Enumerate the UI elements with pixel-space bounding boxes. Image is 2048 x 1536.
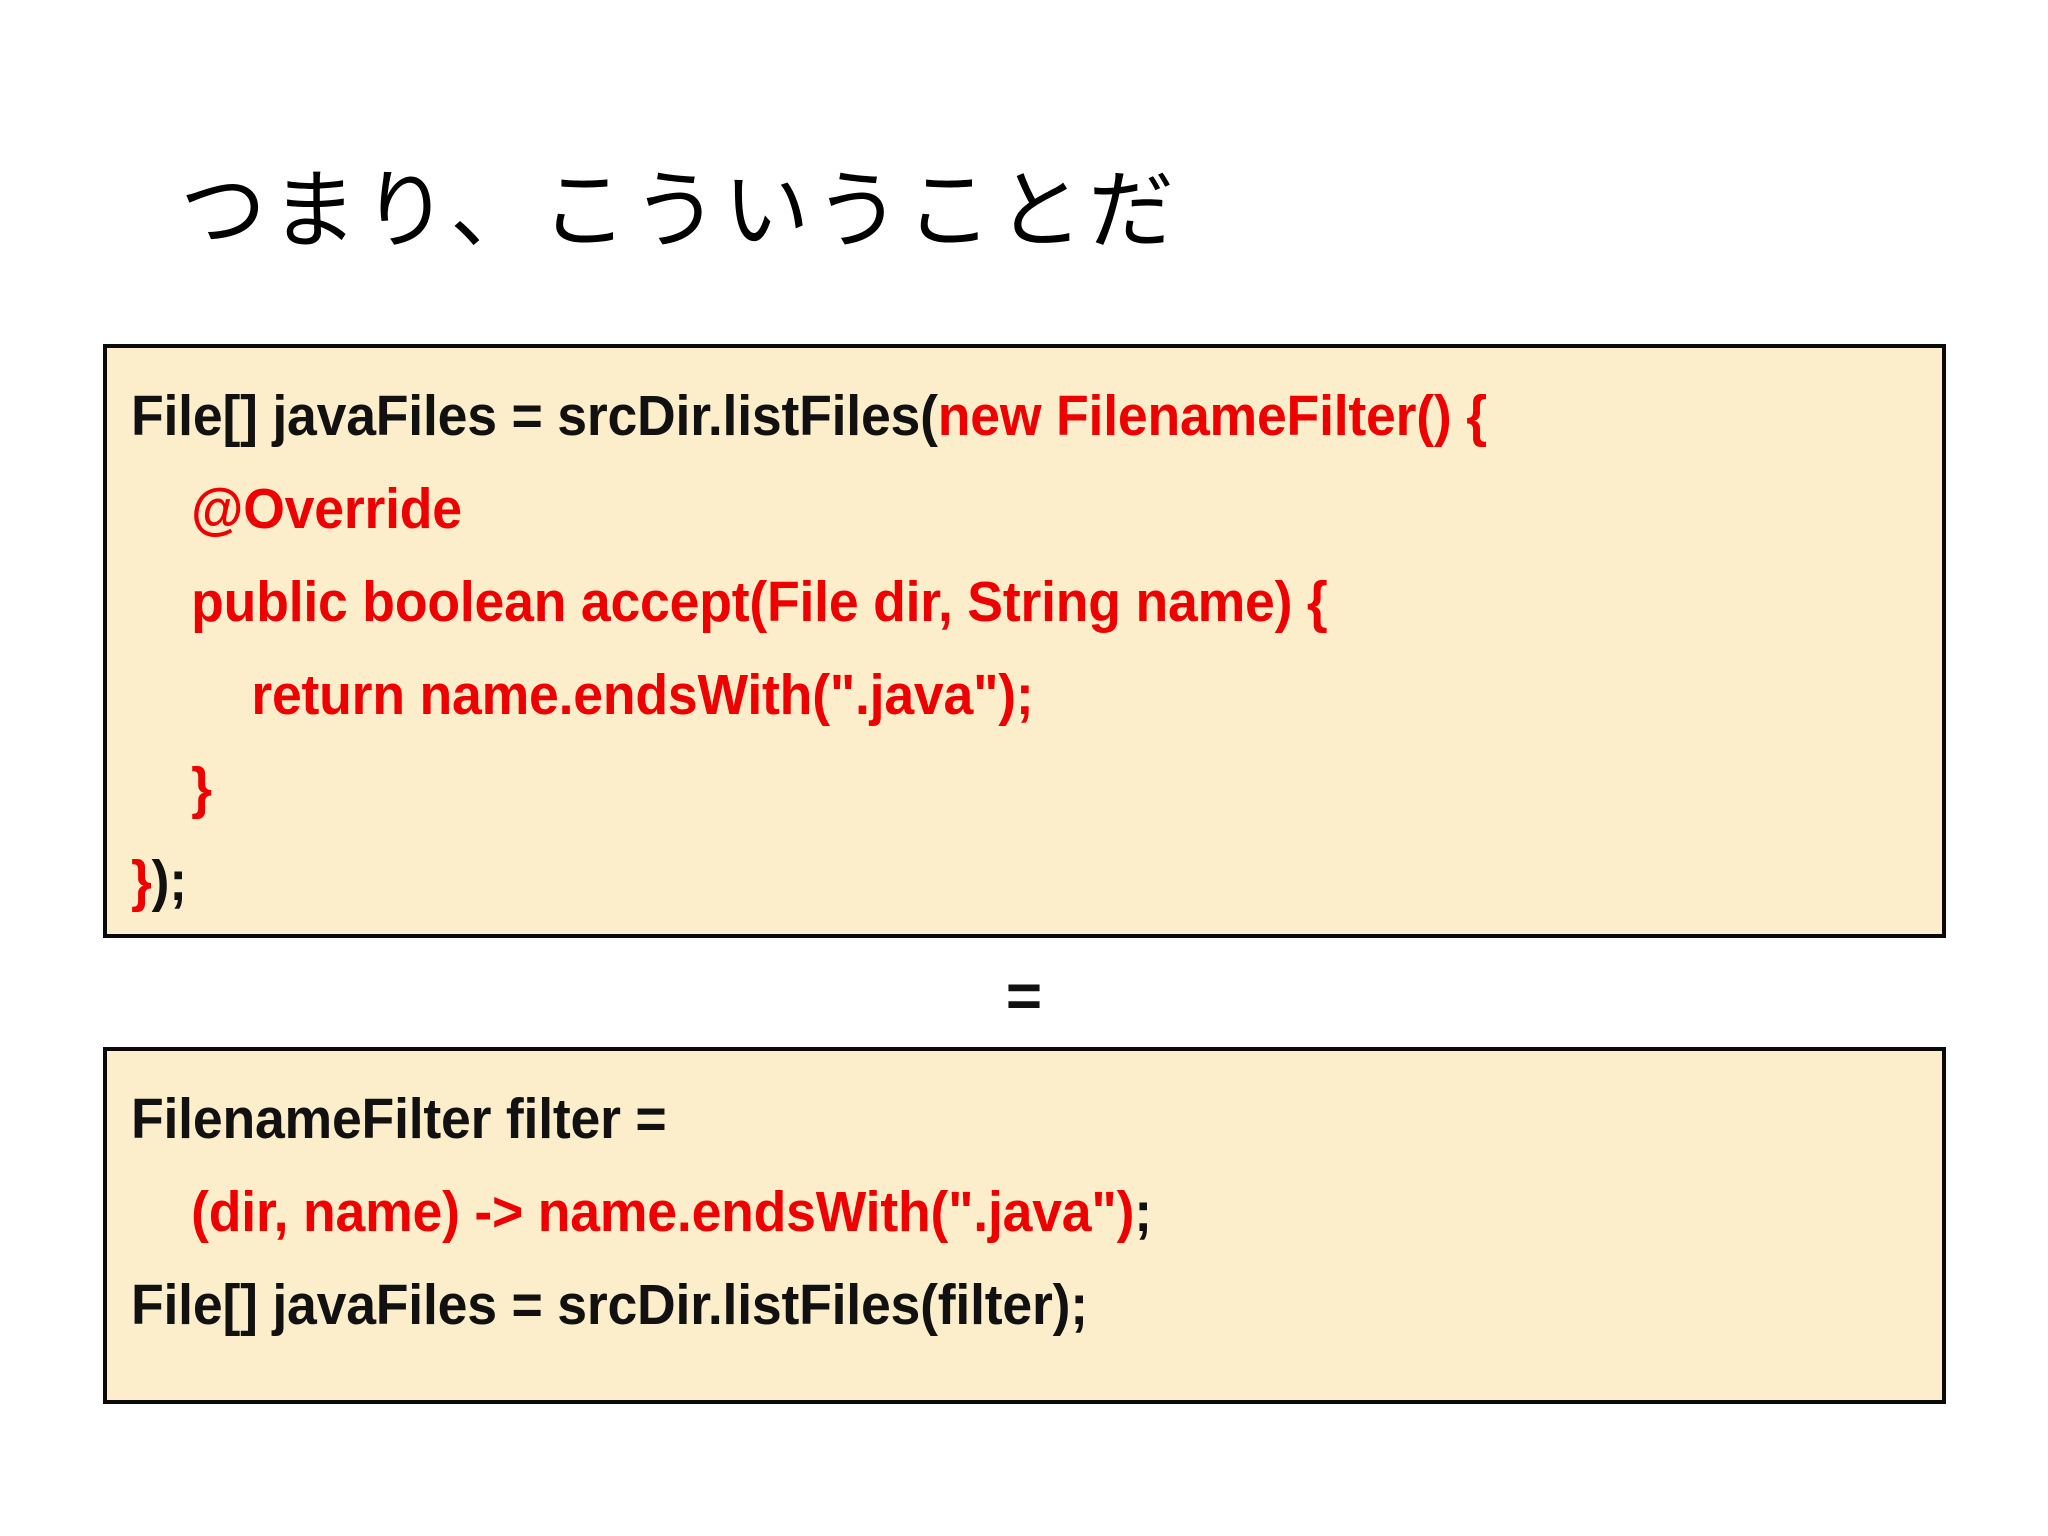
code-block-lambda: FilenameFilter filter = (dir, name) -> na… bbox=[103, 1047, 1946, 1404]
code-token: File[] javaFiles = srcDir.listFiles(filt… bbox=[131, 1273, 1088, 1337]
code-line: FilenameFilter filter = bbox=[131, 1073, 1824, 1166]
code-token: } bbox=[191, 756, 212, 820]
equals-separator: = bbox=[1005, 962, 1043, 1031]
code-token: ; bbox=[1134, 1180, 1152, 1244]
code-token: File[] javaFiles = srcDir.listFiles( bbox=[131, 384, 938, 448]
code-lines-anonymous-class: File[] javaFiles = srcDir.listFiles(new … bbox=[131, 370, 1932, 928]
code-token: @Override bbox=[191, 477, 462, 541]
code-token: new FilenameFilter() { bbox=[937, 384, 1487, 448]
code-token: ); bbox=[151, 849, 187, 913]
code-token: FilenameFilter filter = bbox=[131, 1087, 667, 1151]
code-token: return name.endsWith(".java"); bbox=[251, 663, 1034, 727]
code-line: File[] javaFiles = srcDir.listFiles(filt… bbox=[131, 1259, 1824, 1352]
code-line: } bbox=[131, 742, 1824, 835]
code-line: (dir, name) -> name.endsWith(".java"); bbox=[131, 1166, 1824, 1259]
code-token: (dir, name) -> name.endsWith(".java") bbox=[191, 1180, 1135, 1244]
code-token: public boolean accept(File dir, String n… bbox=[191, 570, 1328, 634]
code-token: } bbox=[131, 849, 152, 913]
code-lines-lambda: FilenameFilter filter = (dir, name) -> na… bbox=[131, 1073, 1932, 1352]
code-line: File[] javaFiles = srcDir.listFiles(new … bbox=[131, 370, 1824, 463]
code-line: @Override bbox=[131, 463, 1824, 556]
page-title: つまり、こういうことだ bbox=[180, 161, 1180, 261]
code-line: }); bbox=[131, 835, 1824, 928]
code-line: return name.endsWith(".java"); bbox=[131, 649, 1824, 742]
code-line: public boolean accept(File dir, String n… bbox=[131, 556, 1824, 649]
code-block-anonymous-class: File[] javaFiles = srcDir.listFiles(new … bbox=[103, 344, 1946, 938]
